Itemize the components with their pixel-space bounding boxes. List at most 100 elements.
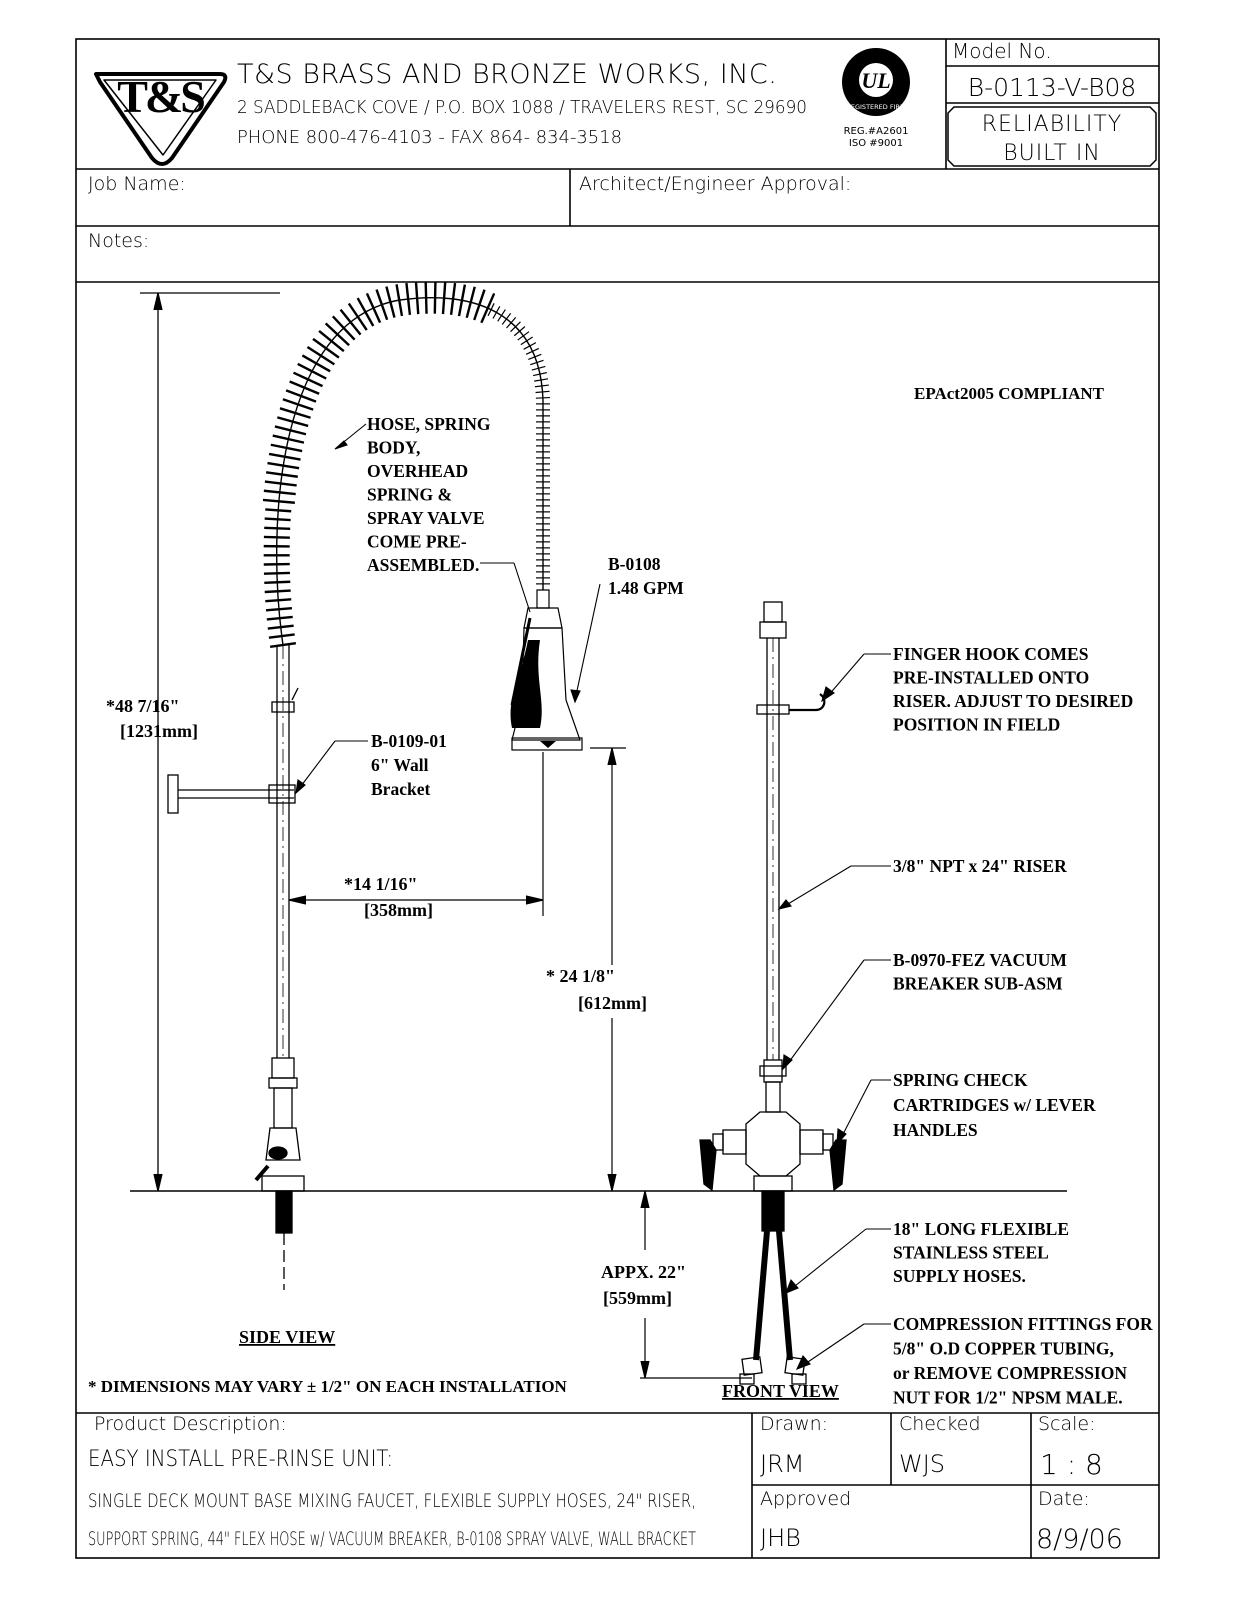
callout-supply-hoses: 18" LONG FLEXIBLE STAINLESS STEEL SUPPLY H… [893, 1219, 1069, 1286]
company-name: T&S BRASS AND BRONZE WORKS, INC. [237, 59, 777, 90]
company-phone: PHONE 800-476-4103 - FAX 864- 834-3518 [237, 127, 622, 148]
job-name-field[interactable]: Job Name: [88, 173, 186, 195]
dim-clearance: * 24 1/8" [546, 966, 615, 986]
front-view-drawing [699, 601, 847, 1385]
ul-mark: UL [861, 68, 890, 93]
callout-line: COMPRESSION FITTINGS FOR [893, 1314, 1153, 1334]
callout-riser: 3/8" NPT x 24" RISER [893, 856, 1067, 876]
callout-line: STAINLESS STEEL [893, 1243, 1049, 1263]
reliability-badge: RELIABILITY BUILT IN [947, 106, 1157, 167]
dim-overall-height-mm: [1231mm] [120, 721, 198, 741]
callout-line: PRE-INSTALLED ONTO [893, 668, 1089, 688]
dim-reach-mm: [358mm] [364, 900, 433, 920]
hose-rib [520, 336, 533, 346]
callout-line: Bracket [371, 779, 430, 799]
callout-line: POSITION IN FIELD [893, 715, 1060, 735]
hose-rib [531, 365, 546, 371]
approved-label: Approved [760, 1488, 851, 1510]
callout-vacuum-breaker: B-0970-FEZ VACUUM BREAKER SUB-ASM [893, 950, 1067, 994]
side-view-drawing [140, 292, 305, 1290]
hose-rib [532, 372, 547, 377]
callout-line: 1.48 GPM [608, 578, 684, 598]
callout-line: COME PRE- [367, 532, 467, 552]
callout-compression-fittings: COMPRESSION FITTINGS FOR 5/8" O.D COPPER … [893, 1314, 1153, 1408]
callout-line: SPRING CHECK [893, 1070, 1028, 1090]
callout-line: 5/8" O.D COPPER TUBING, [893, 1339, 1114, 1359]
product-description-line-2: SUPPORT SPRING, 44" FLEX HOSE w/ VACUUM … [88, 1528, 696, 1550]
callout-line: NUT FOR 1/2" NPSM MALE. [893, 1388, 1123, 1408]
hose-rib [528, 353, 542, 360]
hose-rib [501, 312, 512, 325]
callout-line: 18" LONG FLEXIBLE [893, 1219, 1069, 1239]
callout-line: B-0109-01 [371, 731, 447, 751]
compliance-note: EPAct2005 COMPLIANT [914, 384, 1105, 403]
model-label: Model No. [952, 39, 1052, 63]
hose-rib [487, 303, 495, 317]
callout-line: SUPPLY HOSES. [893, 1266, 1026, 1286]
hose-ribs [487, 303, 550, 585]
callout-line: 3/8" NPT x 24" RISER [893, 856, 1067, 876]
dim-below-deck: APPX. 22" [601, 1262, 686, 1282]
flex-hose [275, 297, 544, 646]
callout-line: FINGER HOOK COMES [893, 644, 1088, 664]
side-view-label: SIDE VIEW [239, 1327, 335, 1347]
hose-rib [510, 321, 521, 333]
dim-clearance-mm: [612mm] [578, 993, 647, 1013]
hose-rib [517, 331, 530, 341]
callout-line: or REMOVE COMPRESSION [893, 1363, 1127, 1383]
callout-line: BREAKER SUB-ASM [893, 974, 1063, 994]
callout-line: B-0970-FEZ VACUUM [893, 950, 1067, 970]
product-description-label: Product Description: [94, 1413, 287, 1435]
date-value: 8/9/06 [1036, 1524, 1123, 1555]
scale-label: Scale: [1038, 1413, 1096, 1435]
architect-approval-field[interactable]: Architect/Engineer Approval: [579, 173, 851, 195]
hose-rib [530, 359, 544, 366]
company-address: 2 SADDLEBACK COVE / P.O. BOX 1088 / TRAV… [237, 97, 807, 118]
reg-number: REG.#A2601 [844, 126, 909, 137]
dimension-disclaimer: * DIMENSIONS MAY VARY ± 1/2" ON EACH INS… [88, 1377, 568, 1396]
hose-rib [492, 305, 501, 319]
callout-line: SPRAY VALVE [367, 508, 485, 528]
callout-hose-assembly: HOSE, SPRING BODY, OVERHEAD SPRING & SPRAY V… [367, 414, 491, 575]
callout-line: HANDLES [893, 1120, 978, 1140]
notes-field[interactable]: Notes: [88, 230, 149, 252]
hose-rib [513, 326, 526, 337]
scale-value: 1 : 8 [1040, 1448, 1103, 1481]
product-description-line-1: SINGLE DECK MOUNT BASE MIXING FAUCET, FL… [88, 1490, 696, 1512]
callout-line: ASSEMBLED. [367, 555, 479, 575]
drawn-label: Drawn: [760, 1413, 828, 1435]
ul-certification-badge: UL REGISTERED FIRM [842, 48, 910, 116]
model-number: B-0113-V-B08 [968, 73, 1137, 102]
callout-check-cartridges: SPRING CHECK CARTRIDGES w/ LEVER HANDLES [893, 1070, 1096, 1140]
slogan-line-1: RELIABILITY [982, 112, 1123, 137]
ul-ring-text: REGISTERED FIRM [846, 103, 905, 111]
dim-below-deck-mm: [559mm] [603, 1288, 672, 1308]
callout-spray-valve: B-0108 1.48 GPM [608, 554, 684, 598]
hose-rib [534, 378, 549, 382]
callout-line: 6" Wall [371, 755, 429, 775]
callout-line: BODY, [367, 438, 420, 458]
callout-line: SPRING & [367, 485, 452, 505]
hose-rib [535, 390, 550, 394]
callout-line: OVERHEAD [367, 461, 468, 481]
callout-finger-hook: FINGER HOOK COMES PRE-INSTALLED ONTO RISER… [893, 644, 1133, 735]
technical-drawing: EPAct2005 COMPLIANT *48 7/16" [1231mm] *… [88, 281, 1153, 1408]
dim-overall-height: *48 7/16" [106, 696, 180, 716]
callout-line: HOSE, SPRING [367, 414, 491, 434]
dim-reach: *14 1/16" [344, 874, 418, 894]
checked-label: Checked [899, 1413, 981, 1435]
callout-line: RISER. ADJUST TO DESIRED [893, 691, 1133, 711]
logo-text: T&S [117, 71, 204, 122]
checked-value: WJS [899, 1450, 945, 1478]
spray-valve [510, 589, 583, 751]
product-title: EASY INSTALL PRE-RINSE UNIT: [88, 1447, 393, 1472]
callout-line: CARTRIDGES w/ LEVER [893, 1095, 1096, 1115]
hose-rib [534, 384, 549, 388]
date-label: Date: [1038, 1488, 1090, 1510]
slogan-line-2: BUILT IN [1003, 141, 1101, 166]
ts-logo: T&S [94, 71, 228, 166]
hose-rib [525, 347, 540, 355]
callout-line: B-0108 [608, 554, 661, 574]
